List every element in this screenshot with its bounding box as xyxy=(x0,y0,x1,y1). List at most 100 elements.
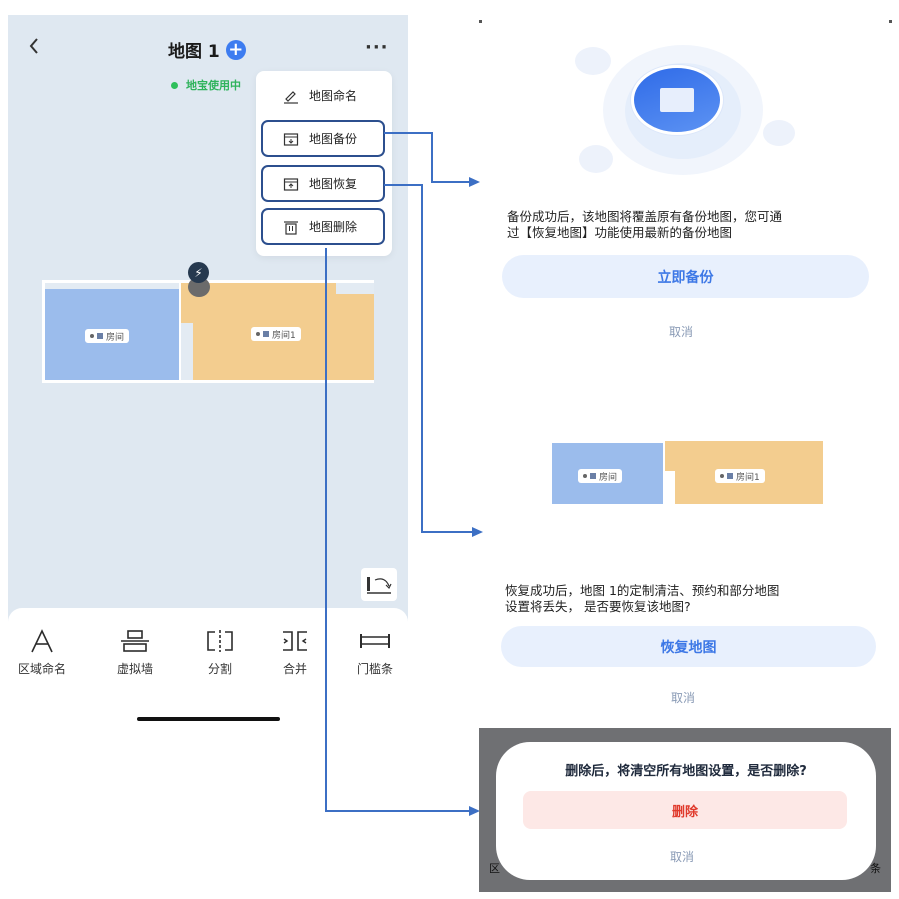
eye-icon xyxy=(583,474,587,478)
menu-item-restore-map[interactable]: 地图恢复 xyxy=(261,165,385,202)
corner-mark xyxy=(889,20,892,23)
description-line: 恢复成功后，地图 1的定制清洁、预约和部分地图 xyxy=(505,583,780,598)
connector-line xyxy=(384,132,431,134)
room-name: 房间 xyxy=(599,472,618,483)
gear-icon xyxy=(579,145,613,173)
tool-label: 分割 xyxy=(207,662,232,676)
unmapped-area xyxy=(336,283,374,294)
tool-label: 区域命名 xyxy=(18,662,67,676)
unmapped-area xyxy=(665,471,675,504)
home-indicator[interactable] xyxy=(137,717,280,721)
restore-map-button[interactable]: 恢复地图 xyxy=(501,626,876,667)
status-text: 地宝使用中 xyxy=(186,79,241,92)
map-edit-screen: 地图 1 + ··· 地宝使用中 房间 房间1 ⚡ xyxy=(8,15,408,735)
dialog-title: 删除后，将清空所有地图设置，是否删除? xyxy=(565,764,807,779)
arrow-right-icon xyxy=(469,177,480,187)
letter-a-icon xyxy=(29,628,55,654)
map-sync-icon xyxy=(631,65,723,135)
connector-line xyxy=(421,531,473,533)
tool-label: 虚拟墙 xyxy=(117,662,154,676)
threshold-icon xyxy=(359,628,391,654)
arrow-right-icon xyxy=(472,527,483,537)
box-download-icon xyxy=(283,131,299,147)
description-line: 过【恢复地图】功能使用最新的备份地图 xyxy=(507,225,733,240)
backup-now-button[interactable]: 立即备份 xyxy=(502,255,869,298)
tool-label: 合并 xyxy=(282,662,307,676)
tool-threshold[interactable]: 门槛条 xyxy=(357,628,393,677)
description-line: 设置将丢失， 是否要恢复该地图? xyxy=(505,599,691,614)
room-label[interactable]: 房间 xyxy=(85,329,130,343)
clock-icon xyxy=(575,47,611,75)
chevron-left-icon xyxy=(29,38,38,54)
tool-merge[interactable]: 合并 xyxy=(280,628,310,677)
back-button[interactable] xyxy=(28,37,44,57)
status-dot-icon xyxy=(171,81,178,89)
charging-dock-icon: ⚡ xyxy=(188,262,209,283)
menu-item-label: 地图恢复 xyxy=(309,177,358,191)
map-canvas[interactable]: 房间 房间1 xyxy=(42,280,374,383)
folded-map-icon xyxy=(660,88,694,112)
background-text: 条 xyxy=(870,862,881,875)
description-line: 备份成功后，该地图将覆盖原有备份地图，您可通 xyxy=(507,209,783,224)
room-area-1: 房间 xyxy=(552,443,663,504)
menu-item-label: 地图命名 xyxy=(309,89,358,103)
menu-item-delete-map[interactable]: 地图删除 xyxy=(261,208,385,245)
arrow-right-icon xyxy=(469,806,480,816)
delete-cancel-button[interactable]: 取消 xyxy=(670,850,695,864)
trash-icon xyxy=(283,219,299,235)
connector-line xyxy=(421,184,423,532)
room-type-icon xyxy=(263,331,269,337)
connector-line xyxy=(431,181,471,183)
menu-item-rename-map[interactable]: 地图命名 xyxy=(261,77,385,114)
corner-mark xyxy=(479,20,482,23)
tool-area-naming[interactable]: 区域命名 xyxy=(18,628,66,677)
tool-split[interactable]: 分割 xyxy=(205,628,235,677)
map-title: 地图 1 xyxy=(168,42,220,62)
pencil-icon xyxy=(283,88,299,104)
delete-button[interactable]: 删除 xyxy=(523,791,847,829)
page-title: 地图 1 + xyxy=(168,37,246,62)
merge-icon xyxy=(280,628,310,654)
rotate-map-button[interactable] xyxy=(361,568,397,601)
restore-description: 恢复成功后，地图 1的定制清洁、预约和部分地图 设置将丢失， 是否要恢复该地图? xyxy=(505,583,779,615)
room-name: 房间1 xyxy=(736,472,760,483)
box-upload-icon xyxy=(283,176,299,192)
room-label: 房间1 xyxy=(715,469,765,483)
room-area-2[interactable]: 房间1 xyxy=(181,283,374,380)
eye-icon xyxy=(90,334,94,338)
edit-toolbar: 区域命名 虚拟墙 分割 合并 门槛条 xyxy=(8,608,408,735)
connector-line xyxy=(325,248,327,811)
connector-line xyxy=(384,184,422,186)
background-text: 区 xyxy=(489,862,500,875)
status-indicator: 地宝使用中 xyxy=(171,77,241,93)
backup-illustration xyxy=(575,45,805,185)
room-area-1[interactable]: 房间 xyxy=(45,283,179,380)
connector-line xyxy=(431,132,433,182)
menu-item-label: 地图备份 xyxy=(309,132,358,146)
eye-icon xyxy=(720,474,724,478)
backup-description: 备份成功后，该地图将覆盖原有备份地图，您可通 过【恢复地图】功能使用最新的备份地… xyxy=(507,209,782,241)
restore-cancel-button[interactable]: 取消 xyxy=(671,691,696,705)
room-name: 房间1 xyxy=(272,330,296,341)
room-type-icon xyxy=(590,473,596,479)
delete-confirm-dialog: 删除后，将清空所有地图设置，是否删除? 删除 取消 xyxy=(496,742,876,880)
backup-cancel-button[interactable]: 取消 xyxy=(669,325,694,339)
room-divider xyxy=(179,283,182,380)
eye-icon xyxy=(256,332,260,336)
room-label[interactable]: 房间1 xyxy=(251,327,301,341)
room-name: 房间 xyxy=(106,332,125,343)
restore-map-preview: 房间 房间1 xyxy=(552,441,823,504)
home-icon xyxy=(763,120,795,146)
add-map-button[interactable]: + xyxy=(225,39,246,60)
menu-item-label: 地图删除 xyxy=(309,220,358,234)
menu-item-backup-map[interactable]: 地图备份 xyxy=(261,120,385,157)
more-options-button[interactable]: ··· xyxy=(365,37,389,58)
room-type-icon xyxy=(727,473,733,479)
unmapped-area xyxy=(181,323,193,380)
tool-label: 门槛条 xyxy=(357,662,394,676)
rotate-90-icon xyxy=(367,576,392,594)
connector-line xyxy=(325,810,470,812)
tool-virtual-wall[interactable]: 虚拟墙 xyxy=(117,628,153,677)
room-type-icon xyxy=(97,333,103,339)
split-icon xyxy=(205,628,235,654)
